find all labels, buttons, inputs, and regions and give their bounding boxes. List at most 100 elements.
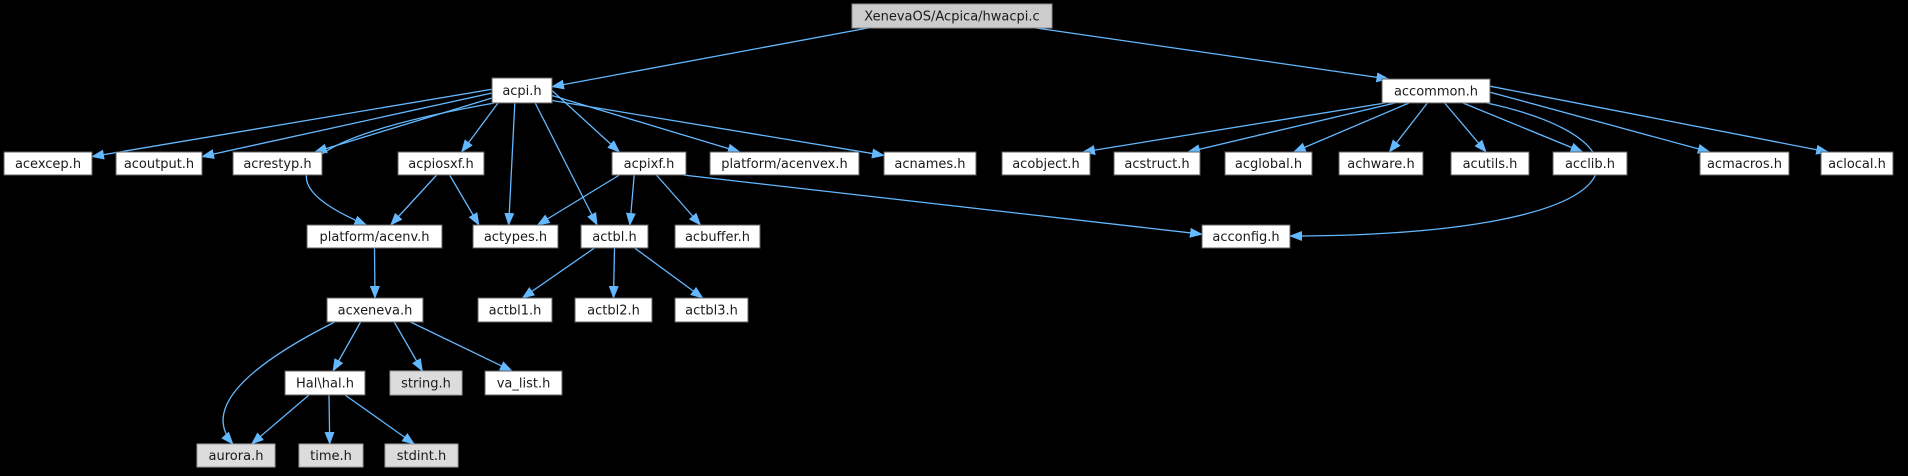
graph-node-label: string.h [401,377,451,392]
graph-node-time[interactable]: time.h [298,443,364,468]
graph-edge-accommon-acconfig [1289,102,1598,242]
graph-edge-accommon-acglobal [1292,102,1410,153]
graph-node-box[interactable] [1001,151,1091,176]
graph-node-label: platform/acenv.h [319,230,429,245]
graph-node-accommon[interactable]: accommon.h [1381,78,1491,104]
graph-node-actbl[interactable]: actbl.h [580,224,649,249]
graph-node-box[interactable] [196,443,276,468]
graph-node-acbuffer[interactable]: acbuffer.h [674,224,761,249]
graph-node-box[interactable] [674,297,749,323]
graph-node-actbl3[interactable]: actbl3.h [674,297,749,323]
graph-node-aclocal[interactable]: aclocal.h [1820,151,1894,176]
graph-node-acexcep[interactable]: acexcep.h [3,151,93,176]
graph-node-label: acglobal.h [1235,157,1302,172]
graph-node-label: aclocal.h [1828,157,1886,172]
graph-node-box[interactable] [574,297,653,323]
graph-node-box[interactable] [306,224,443,249]
graph-node-actbl2[interactable]: actbl2.h [574,297,653,323]
graph-node-label: acmacros.h [1707,157,1782,172]
graph-node-box[interactable] [484,370,563,396]
graph-node-acenvex[interactable]: platform/acenvex.h [709,151,860,176]
graph-node-acstruct[interactable]: acstruct.h [1113,151,1201,176]
graph-node-box[interactable] [674,224,761,249]
graph-node-acglobal[interactable]: acglobal.h [1224,151,1313,176]
graph-node-acnames[interactable]: acnames.h [883,151,977,176]
graph-node-label: acpixf.h [624,157,675,172]
graph-edge-acxeneva-string [393,321,423,372]
graph-node-box[interactable] [580,224,649,249]
graph-node-box[interactable] [709,151,860,176]
graph-node-label: accommon.h [1394,85,1478,100]
graph-edge-acpi-acpiosxf [461,102,499,153]
graph-node-box[interactable] [1338,151,1424,176]
graph-node-actypes[interactable]: actypes.h [472,224,559,249]
graph-node-label: acoutput.h [124,157,194,172]
graph-edge-acpixf-actypes [536,174,620,226]
graph-node-label: actypes.h [484,230,547,245]
graph-node-aurora[interactable]: aurora.h [196,443,276,468]
graph-node-string[interactable]: string.h [389,370,463,396]
graph-node-acpixf[interactable]: acpixf.h [611,151,687,176]
graph-node-achware[interactable]: achware.h [1338,151,1424,176]
graph-node-label: XenevaOS/Acpica/hwacpi.c [864,10,1039,25]
graph-edge-acxeneva-aurora [221,321,335,445]
graph-node-stdint[interactable]: stdint.h [384,443,459,468]
graph-node-label: actbl3.h [685,304,738,319]
graph-node-label: acnames.h [894,157,965,172]
graph-node-acconfig[interactable]: acconfig.h [1201,224,1291,249]
graph-node-hal[interactable]: Hal\hal.h [284,370,366,396]
graph-node-acenv[interactable]: platform/acenv.h [306,224,443,249]
graph-node-box[interactable] [284,370,366,396]
graph-edge-acxeneva-hal [332,321,362,372]
graph-node-box[interactable] [1381,78,1491,104]
graph-node-label: acutils.h [1463,157,1518,172]
graph-node-acmacros[interactable]: acmacros.h [1699,151,1790,176]
graph-node-label: actbl1.h [489,304,542,319]
graph-node-box[interactable] [115,151,203,176]
graph-edge-acpi-acoutput [201,92,493,159]
graph-node-acutils[interactable]: acutils.h [1450,151,1530,176]
graph-edge-actbl-actbl3 [634,247,704,299]
graph-node-box[interactable] [232,151,323,176]
graph-edge-hal-stdint [344,394,416,445]
graph-node-box[interactable] [1820,151,1894,176]
graph-node-box[interactable] [1552,151,1628,176]
graph-edge-hal-aurora [250,394,310,445]
graph-node-valist[interactable]: va_list.h [484,370,563,396]
graph-node-box[interactable] [397,151,485,176]
graph-node-acobject[interactable]: acobject.h [1001,151,1091,176]
graph-node-acxeneva[interactable]: acxeneva.h [326,297,424,323]
graph-node-box[interactable] [3,151,93,176]
graph-edge-acxeneva-valist [410,321,513,372]
graph-edge-accommon-aclocal [1489,85,1830,155]
graph-node-box[interactable] [477,297,553,323]
graph-node-box[interactable] [472,224,559,249]
graph-node-acclib[interactable]: acclib.h [1552,151,1628,176]
graph-edge-acpixf-acbuffer [655,174,702,226]
graph-node-box[interactable] [326,297,424,323]
graph-node-acoutput[interactable]: acoutput.h [115,151,203,176]
graph-node-box[interactable] [384,443,459,468]
graph-edge-accommon-acmacros [1489,91,1711,154]
graph-node-box[interactable] [1113,151,1201,176]
graph-node-box[interactable] [1450,151,1530,176]
graph-node-box[interactable] [1201,224,1291,249]
graph-edge-hwacpi-accommon [1035,27,1390,83]
graph-node-box[interactable] [1699,151,1790,176]
graph-node-box[interactable] [883,151,977,176]
graph-node-actbl1[interactable]: actbl1.h [477,297,553,323]
graph-edge-acpi-acenvex [551,94,741,154]
graph-node-box[interactable] [1224,151,1313,176]
graph-edge-acpiosxf-actypes [449,174,480,226]
graph-node-acrestyp[interactable]: acrestyp.h [232,151,323,176]
graph-node-box[interactable] [389,370,463,396]
graph-node-box[interactable] [611,151,687,176]
graph-edge-acpi-acexcep [91,88,493,160]
graph-node-acpi[interactable]: acpi.h [491,77,553,104]
graph-node-box[interactable] [298,443,364,468]
graph-node-box[interactable] [491,77,553,104]
graph-edge-acpi-acrestyp [313,97,493,154]
graph-node-acpiosxf[interactable]: acpiosxf.h [397,151,485,176]
graph-edge-acpi-actypes [504,102,516,226]
